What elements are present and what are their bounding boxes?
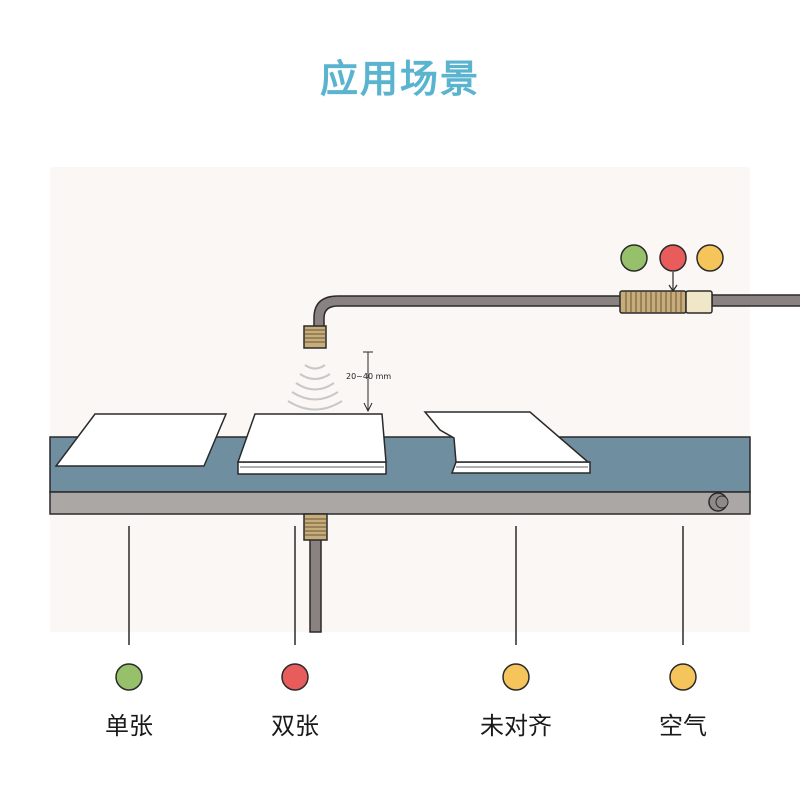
double-sheet bbox=[236, 413, 387, 475]
status-dot-single bbox=[115, 663, 143, 691]
gap-arrow-icon bbox=[363, 351, 373, 413]
red-light-icon bbox=[659, 244, 687, 272]
leader-lines bbox=[128, 526, 684, 645]
page-title: 应用场景 bbox=[319, 57, 480, 101]
roller-icon bbox=[708, 492, 729, 512]
cable-right bbox=[711, 294, 800, 307]
status-dot-double bbox=[281, 663, 309, 691]
connector-icon bbox=[619, 290, 713, 314]
lower-sensor bbox=[303, 513, 328, 633]
upper-sensor-head bbox=[287, 325, 343, 411]
indicator-lights bbox=[620, 244, 724, 293]
yellow-light-icon bbox=[696, 244, 724, 272]
status-dot-air bbox=[669, 663, 697, 691]
ultrasonic-wave-icon bbox=[287, 364, 343, 411]
gap-distance-label: 20~40 mm bbox=[346, 372, 392, 381]
arrow-down-icon bbox=[668, 272, 678, 293]
conveyor-rail bbox=[49, 491, 751, 515]
label-misaligned: 未对齐 bbox=[480, 712, 552, 740]
misaligned-sheet bbox=[423, 411, 591, 474]
status-dot-misaligned bbox=[502, 663, 530, 691]
label-single-sheet: 单张 bbox=[105, 712, 153, 740]
label-double-sheet: 双张 bbox=[271, 712, 319, 740]
label-air: 空气 bbox=[659, 712, 707, 740]
green-light-icon bbox=[620, 244, 648, 272]
scene-background bbox=[50, 167, 750, 632]
single-sheet bbox=[54, 413, 228, 467]
